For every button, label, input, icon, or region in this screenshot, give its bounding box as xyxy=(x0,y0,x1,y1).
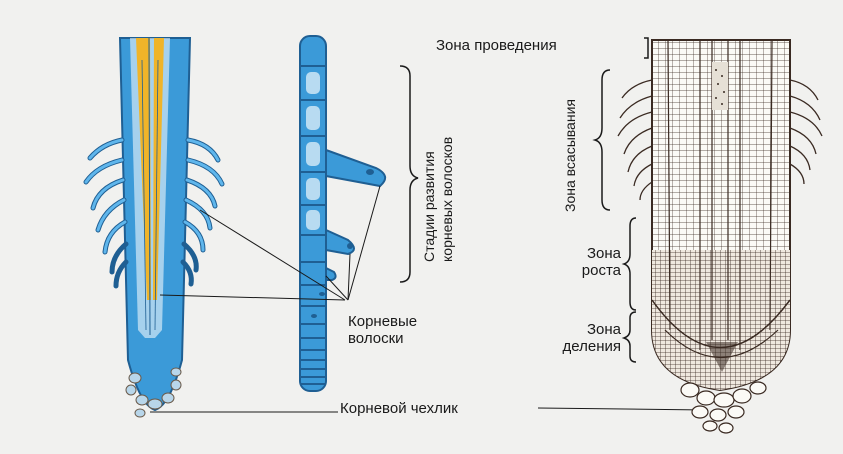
label-absorption-zone: Зона всасывания xyxy=(562,99,578,212)
label-root-hairs-line2: волоски xyxy=(348,330,404,347)
label-division-zone: Зона деления xyxy=(522,321,621,355)
label-stages-line2: корневых волосков xyxy=(439,136,455,262)
growth-bracket xyxy=(621,217,637,311)
left-root-cap xyxy=(125,367,182,418)
label-division-zone-line1: Зона xyxy=(586,321,621,338)
label-conduction-zone: Зона проведения xyxy=(436,37,557,54)
absorption-bracket xyxy=(592,69,611,211)
label-growth-zone-line1: Зона xyxy=(586,245,621,262)
stages-bracket xyxy=(399,65,419,283)
label-root-hairs-line1: Корневые xyxy=(348,313,418,330)
right-root-cap xyxy=(680,381,767,434)
label-division-zone-line2: деления xyxy=(562,338,621,355)
root-hair-stage-3 xyxy=(325,228,355,256)
leader-lines xyxy=(150,185,707,413)
root-hair-stage-4 xyxy=(325,148,387,188)
label-growth-zone: Зона роста xyxy=(545,245,621,279)
left-root-overview xyxy=(83,37,225,418)
label-stages-line1: Стадии развития xyxy=(421,151,437,262)
right-root-hairs xyxy=(617,79,823,201)
label-root-hairs: Корневые волоски xyxy=(348,313,417,347)
label-growth-zone-line2: роста xyxy=(581,262,621,279)
zone-brackets xyxy=(592,37,649,363)
label-root-cap: Корневой чехлик xyxy=(340,400,458,417)
right-root-section xyxy=(617,39,823,434)
division-bracket xyxy=(621,311,637,363)
middle-epidermis-strip xyxy=(299,35,387,392)
root-hair-stage-2 xyxy=(325,266,337,281)
